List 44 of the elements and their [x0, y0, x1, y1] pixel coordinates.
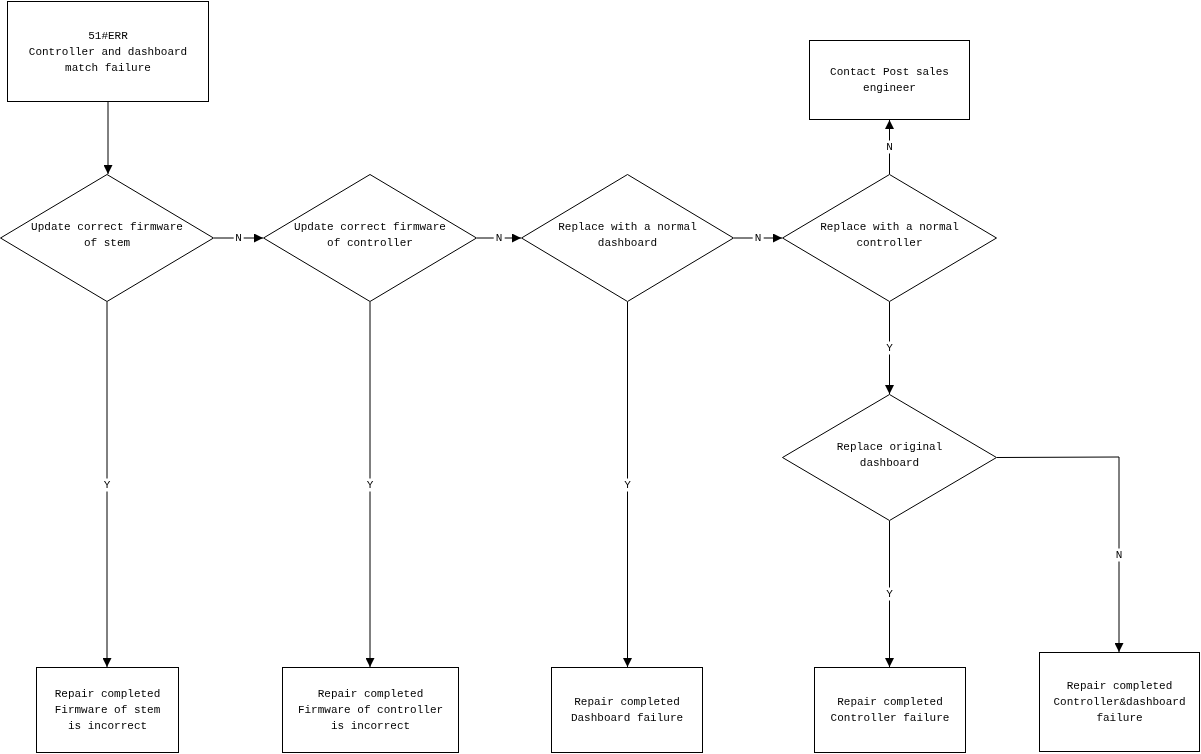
decision-diamond: [263, 174, 477, 302]
node-text: Repair completed: [316, 687, 425, 702]
node-text: Repair completed: [573, 695, 681, 710]
process-box: [1039, 652, 1200, 752]
decision-diamond: [0, 174, 214, 302]
node-text: Update correct firmware of stem: [30, 220, 184, 251]
arrow: [996, 456, 1124, 653]
arrow: [102, 301, 112, 668]
node-text: Repair completed: [53, 687, 162, 702]
node-text: Repair completed: [836, 695, 944, 710]
node-text: Controller and dashboard match failure: [27, 44, 189, 76]
process-box: [551, 667, 703, 753]
node-text: Replace original dashboard: [835, 439, 944, 471]
process-box: [809, 40, 970, 120]
node-text: Controller failure: [829, 711, 951, 726]
node-text: Firmware of stem is incorrect: [53, 703, 162, 734]
node-text: Replace with a normal controller: [819, 220, 960, 251]
node-text: Firmware of controller is incorrect: [296, 703, 445, 734]
arrow: [885, 520, 894, 668]
node-text: Dashboard failure: [569, 711, 685, 726]
arrow: [365, 301, 375, 668]
arrow: [885, 301, 894, 395]
node-text: Controller&dashboard failure: [1052, 695, 1187, 726]
node-text: Contact Post sales engineer: [829, 65, 950, 96]
node-text: Update correct firmware of controller: [293, 220, 447, 251]
edge-label: Y: [884, 341, 895, 355]
edge-label: Y: [884, 587, 895, 601]
process-box: [7, 1, 209, 102]
edge-label: Y: [364, 478, 376, 491]
decision-diamond: [782, 394, 997, 521]
process-box: [36, 667, 179, 753]
decision-diamond: [782, 174, 997, 302]
edge-label: N: [1113, 548, 1125, 561]
node-text: 51#ERR: [87, 28, 129, 44]
process-box: [814, 667, 966, 753]
node-text: Replace with a normal dashboard: [557, 220, 698, 251]
edge-label: N: [884, 140, 895, 154]
edge-label: Y: [101, 478, 113, 491]
decision-diamond: [521, 174, 734, 302]
arrow: [623, 301, 632, 668]
arrow: [103, 101, 113, 175]
node-text: Repair completed: [1065, 679, 1174, 694]
edge-label: Y: [622, 478, 633, 491]
process-box: [282, 667, 459, 753]
